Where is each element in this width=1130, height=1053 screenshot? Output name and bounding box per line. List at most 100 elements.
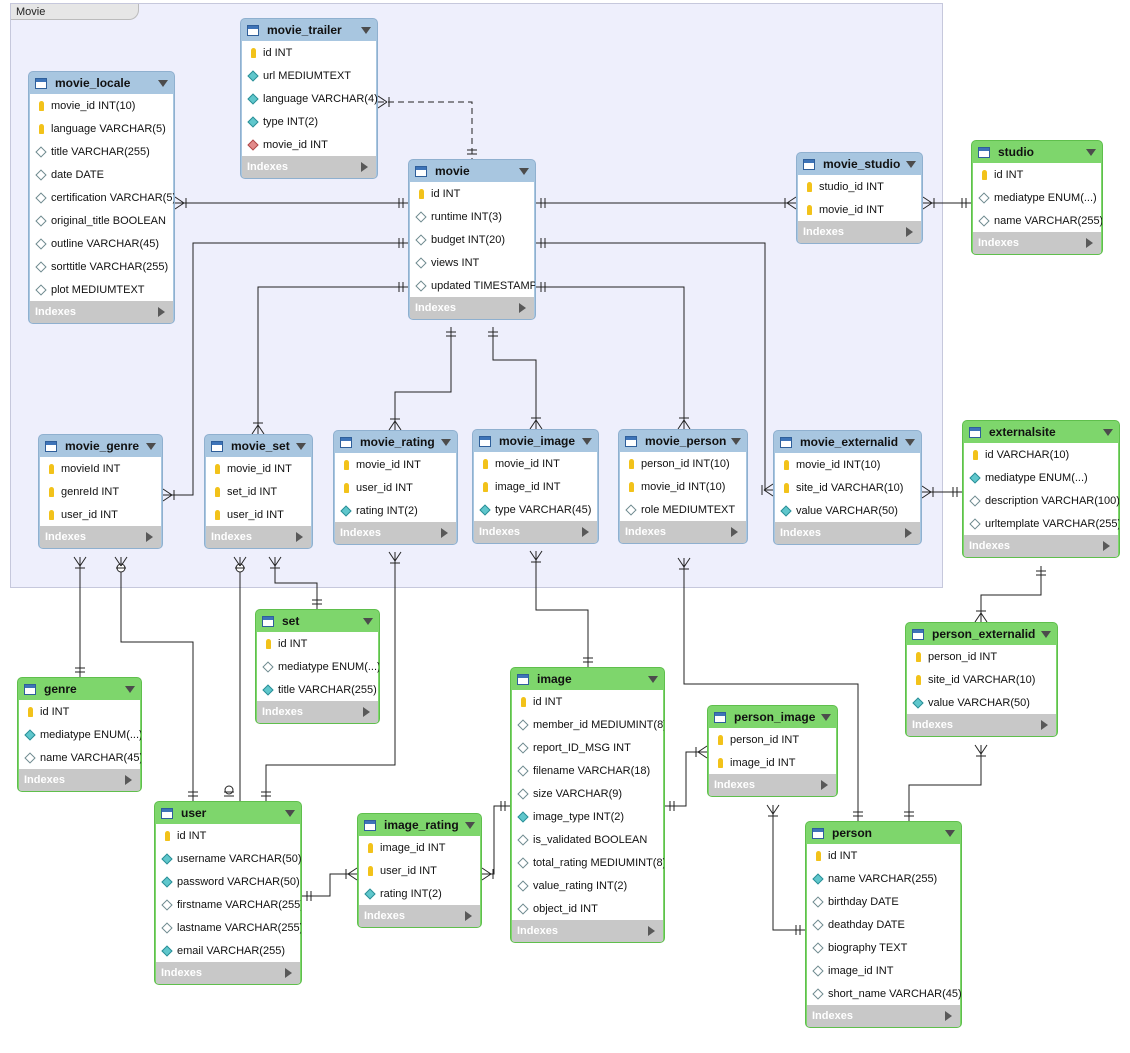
column-row[interactable]: id INT (242, 41, 376, 64)
indexes-section[interactable]: Indexes (359, 905, 480, 927)
column-row[interactable]: firstname VARCHAR(255) (156, 893, 301, 916)
column-row[interactable]: id INT (257, 632, 378, 655)
column-row[interactable]: size VARCHAR(9) (512, 782, 663, 805)
expand-arrow-icon[interactable] (146, 532, 153, 542)
indexes-section[interactable]: Indexes (40, 526, 161, 548)
column-row[interactable]: type VARCHAR(45) (474, 498, 597, 521)
expand-arrow-icon[interactable] (158, 307, 165, 317)
table-header[interactable]: movie_set (205, 435, 312, 457)
collapse-arrow-icon[interactable] (648, 675, 658, 683)
column-row[interactable]: movieId INT (40, 457, 161, 480)
column-row[interactable]: id INT (807, 844, 960, 867)
column-row[interactable]: movie_id INT (242, 133, 376, 156)
collapse-arrow-icon[interactable] (1086, 148, 1096, 156)
indexes-section[interactable]: Indexes (335, 522, 456, 544)
indexes-section[interactable]: Indexes (973, 232, 1101, 254)
expand-arrow-icon[interactable] (519, 303, 526, 313)
table-header[interactable]: person (806, 822, 961, 844)
table-header[interactable]: movie_image (473, 430, 598, 452)
column-row[interactable]: user_id INT (40, 503, 161, 526)
table-header[interactable]: set (256, 610, 379, 632)
expand-arrow-icon[interactable] (905, 528, 912, 538)
expand-arrow-icon[interactable] (125, 775, 132, 785)
indexes-section[interactable]: Indexes (798, 221, 921, 243)
column-row[interactable]: original_title BOOLEAN (30, 209, 173, 232)
column-row[interactable]: movie_id INT(10) (775, 453, 920, 476)
collapse-arrow-icon[interactable] (296, 442, 306, 450)
column-row[interactable]: movie_id INT (335, 453, 456, 476)
expand-arrow-icon[interactable] (1086, 238, 1093, 248)
table-header[interactable]: genre (18, 678, 141, 700)
column-row[interactable]: id INT (410, 182, 534, 205)
column-row[interactable]: plot MEDIUMTEXT (30, 278, 173, 301)
indexes-section[interactable]: Indexes (709, 774, 836, 796)
table-header[interactable]: person_externalid (906, 623, 1057, 645)
column-row[interactable]: url MEDIUMTEXT (242, 64, 376, 87)
collapse-arrow-icon[interactable] (146, 442, 156, 450)
expand-arrow-icon[interactable] (441, 528, 448, 538)
column-row[interactable]: rating INT(2) (335, 499, 456, 522)
collapse-arrow-icon[interactable] (905, 438, 915, 446)
collapse-arrow-icon[interactable] (158, 79, 168, 87)
column-row[interactable]: total_rating MEDIUMINT(8) (512, 851, 664, 874)
column-row[interactable]: member_id MEDIUMINT(8) (512, 713, 664, 736)
collapse-arrow-icon[interactable] (821, 713, 831, 721)
column-row[interactable]: image_id INT (474, 475, 597, 498)
table-header[interactable]: movie_studio (797, 153, 922, 175)
table-header[interactable]: person_image (708, 706, 837, 728)
table-header[interactable]: movie_locale (29, 72, 174, 94)
column-row[interactable]: urltemplate VARCHAR(255) (964, 512, 1119, 535)
column-row[interactable]: site_id VARCHAR(10) (775, 476, 920, 499)
column-row[interactable]: language VARCHAR(5) (30, 117, 173, 140)
column-row[interactable]: sorttitle VARCHAR(255) (30, 255, 173, 278)
column-row[interactable]: site_id VARCHAR(10) (907, 668, 1056, 691)
column-row[interactable]: date DATE (30, 163, 173, 186)
expand-arrow-icon[interactable] (648, 926, 655, 936)
table-header[interactable]: movie_trailer (241, 19, 377, 41)
column-row[interactable]: person_id INT (907, 645, 1056, 668)
expand-arrow-icon[interactable] (821, 780, 828, 790)
column-row[interactable]: set_id INT (206, 480, 311, 503)
table-header[interactable]: image_rating (358, 814, 481, 836)
collapse-arrow-icon[interactable] (731, 437, 741, 445)
column-row[interactable]: is_validated BOOLEAN (512, 828, 663, 851)
table-header[interactable]: studio (972, 141, 1102, 163)
table-header[interactable]: movie (409, 160, 535, 182)
column-row[interactable]: type INT(2) (242, 110, 376, 133)
column-row[interactable]: mediatype ENUM(...) (257, 655, 379, 678)
column-row[interactable]: description VARCHAR(100) (964, 489, 1119, 512)
column-row[interactable]: mediatype ENUM(...) (973, 186, 1101, 209)
indexes-section[interactable]: Indexes (30, 301, 173, 323)
expand-arrow-icon[interactable] (296, 532, 303, 542)
collapse-arrow-icon[interactable] (519, 167, 529, 175)
table-header[interactable]: image (511, 668, 664, 690)
indexes-section[interactable]: Indexes (964, 535, 1118, 557)
collapse-arrow-icon[interactable] (125, 685, 135, 693)
column-row[interactable]: rating INT(2) (359, 882, 480, 905)
column-row[interactable]: birthday DATE (807, 890, 960, 913)
column-row[interactable]: movie_id INT(10) (30, 94, 173, 117)
expand-arrow-icon[interactable] (731, 527, 738, 537)
column-row[interactable]: genreId INT (40, 480, 161, 503)
column-row[interactable]: person_id INT(10) (620, 452, 746, 475)
indexes-section[interactable]: Indexes (206, 526, 311, 548)
column-row[interactable]: updated TIMESTAMP (410, 274, 535, 297)
expand-arrow-icon[interactable] (465, 911, 472, 921)
column-row[interactable]: id INT (973, 163, 1101, 186)
column-row[interactable]: studio_id INT (798, 175, 921, 198)
column-row[interactable]: language VARCHAR(4) (242, 87, 377, 110)
table-header[interactable]: movie_person (619, 430, 747, 452)
column-row[interactable]: name VARCHAR(45) (19, 746, 141, 769)
column-row[interactable]: image_type INT(2) (512, 805, 663, 828)
table-header[interactable]: movie_genre (39, 435, 162, 457)
column-row[interactable]: person_id INT (709, 728, 836, 751)
column-row[interactable]: title VARCHAR(255) (30, 140, 173, 163)
